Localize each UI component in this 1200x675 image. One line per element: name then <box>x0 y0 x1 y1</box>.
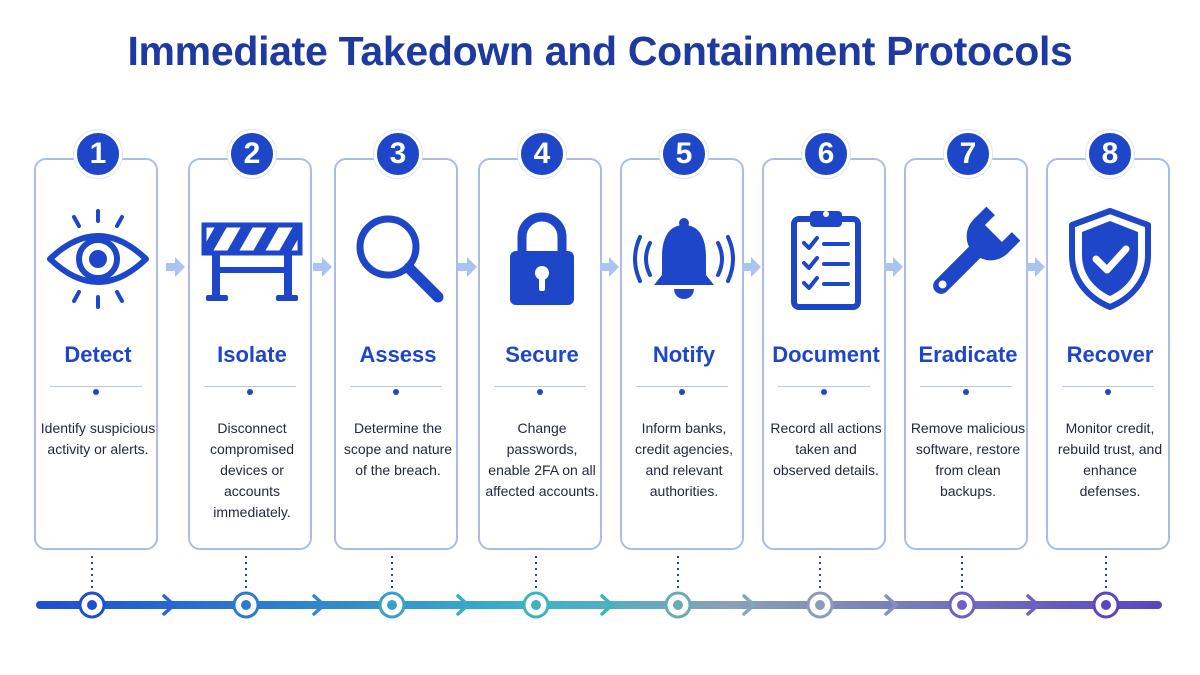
step-number-badge: 1 <box>74 130 122 178</box>
step-number-badge: 8 <box>1086 130 1134 178</box>
wrench-icon <box>914 205 1022 313</box>
connector-arrow-icon <box>456 254 478 280</box>
step-divider <box>636 386 728 387</box>
step-number-badge: 7 <box>944 130 992 178</box>
divider-dot <box>393 389 399 395</box>
step-divider <box>204 386 296 387</box>
step-card <box>34 158 158 550</box>
divider-dot <box>93 389 99 395</box>
step-description: Change passwords, enable 2FA on all affe… <box>485 420 599 499</box>
padlock-icon <box>488 205 596 313</box>
step-number-badge: 4 <box>518 130 566 178</box>
step-notify: 5 Notify Inform banks, credit agencies, … <box>620 130 748 555</box>
connector-arrow-icon <box>164 254 186 280</box>
step-secure: 4 Secure Change passwords, enable 2FA on… <box>478 130 606 555</box>
step-eradicate: 7 Eradicate Remove malicious software, r… <box>904 130 1032 555</box>
step-title: Assess <box>359 342 437 367</box>
step-description: Record all actions taken and observed de… <box>770 420 882 478</box>
divider-dot <box>821 389 827 395</box>
eye-icon <box>44 205 152 313</box>
page-title: Immediate Takedown and Containment Proto… <box>127 28 1073 74</box>
step-isolate: 2 Isolate Dis <box>188 130 316 555</box>
divider-dot <box>537 389 543 395</box>
step-title: Recover <box>1066 342 1154 367</box>
step-card <box>478 158 602 550</box>
step-divider <box>50 386 142 387</box>
step-description: Monitor credit, rebuild trust, and enhan… <box>1057 420 1163 499</box>
divider-dot <box>247 389 253 395</box>
step-recover: 8 Recover Monitor credit, rebuild trust,… <box>1046 130 1174 555</box>
timeline <box>0 550 1200 630</box>
step-number-badge: 6 <box>802 130 850 178</box>
step-number-badge: 3 <box>374 130 422 178</box>
barrier-icon <box>198 205 306 313</box>
step-detect: 1 Detect Identify suspicious activity or… <box>34 130 162 555</box>
divider-dot <box>1105 389 1111 395</box>
bell-icon <box>630 205 738 313</box>
step-description: Identify suspicious activity or alerts. <box>40 420 156 457</box>
magnifier-icon <box>344 205 452 313</box>
step-description: Inform banks, credit agencies, and relev… <box>634 420 734 499</box>
step-number-badge: 2 <box>228 130 276 178</box>
step-description: Remove malicious software, restore from … <box>910 420 1026 499</box>
step-description: Determine the scope and nature of the br… <box>343 420 453 478</box>
connector-arrow-icon <box>311 254 333 280</box>
step-divider <box>778 386 870 387</box>
step-description: Disconnect compromised devices or accoun… <box>209 420 295 520</box>
step-title: Isolate <box>217 342 287 367</box>
step-title: Notify <box>652 342 716 367</box>
step-divider <box>350 386 442 387</box>
connector-arrow-icon <box>882 254 904 280</box>
step-number-badge: 5 <box>660 130 708 178</box>
connector-arrow-icon <box>1024 254 1046 280</box>
divider-dot <box>679 389 685 395</box>
step-divider <box>494 386 586 387</box>
shield-check-icon <box>1056 205 1164 313</box>
step-divider <box>920 386 1012 387</box>
step-document: 6 Document Record all actions taken and … <box>762 130 890 555</box>
step-title: Detect <box>64 342 132 367</box>
step-assess: 3 Assess Determine the scope and nature … <box>334 130 462 555</box>
step-title: Eradicate <box>918 342 1018 367</box>
connector-arrow-icon <box>598 254 620 280</box>
divider-dot <box>963 389 969 395</box>
step-divider <box>1062 386 1154 387</box>
step-title: Document <box>772 342 880 367</box>
step-card <box>904 158 1028 550</box>
step-title: Secure <box>505 342 579 367</box>
connector-arrow-icon <box>740 254 762 280</box>
clipboard-icon <box>772 205 880 313</box>
